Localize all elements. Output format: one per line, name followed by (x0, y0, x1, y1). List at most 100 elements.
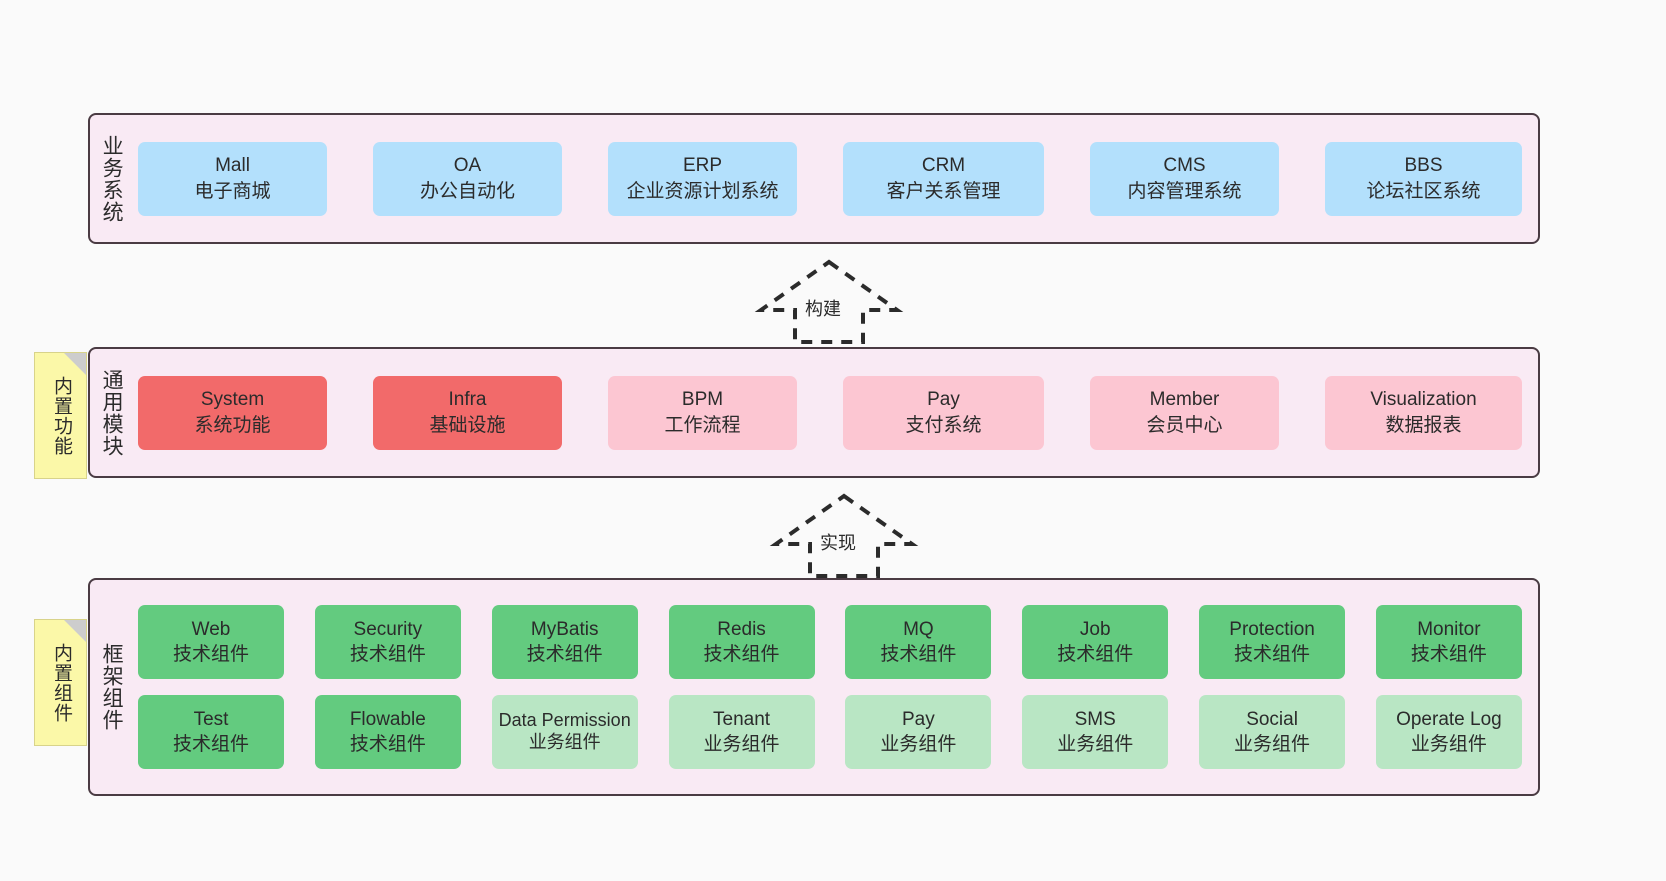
node-subtitle: 技术组件 (880, 644, 957, 665)
node-subtitle: 技术组件 (349, 644, 426, 665)
node-visualization[interactable]: Visualization 数据报表 (1325, 375, 1522, 450)
node-title: Security (353, 618, 423, 640)
node-title: Protection (1229, 618, 1315, 640)
node-job[interactable]: Job 技术组件 (1022, 605, 1169, 679)
node-title: SMS (1074, 708, 1116, 730)
node-subtitle: 业务组件 (1234, 734, 1311, 755)
node-row: Web 技术组件 Security 技术组件 MyBatis 技术组件 Redi… (138, 605, 1522, 679)
node-subtitle: 业务组件 (703, 734, 780, 755)
node-sms[interactable]: SMS 业务组件 (1022, 695, 1169, 769)
node-subtitle: 内容管理系统 (1127, 180, 1242, 202)
node-subtitle: 论坛社区系统 (1366, 180, 1481, 202)
node-row: Test 技术组件 Flowable 技术组件 Data Permission … (138, 695, 1522, 769)
node-mall[interactable]: Mall 电子商城 (138, 141, 327, 216)
node-title: Test (193, 708, 229, 730)
connector-implement-shape (769, 493, 919, 578)
node-title: Pay (927, 389, 960, 411)
node-subtitle: 业务组件 (528, 732, 601, 752)
sticky-fold-corner-icon (64, 353, 86, 375)
node-data-permission[interactable]: Data Permission 业务组件 (491, 695, 638, 769)
node-subtitle: 客户关系管理 (886, 180, 1001, 202)
node-subtitle: 技术组件 (1410, 644, 1487, 665)
node-subtitle: 技术组件 (1057, 644, 1134, 665)
node-title: Monitor (1417, 618, 1481, 640)
node-title: Job (1079, 618, 1111, 640)
node-subtitle: 技术组件 (703, 644, 780, 665)
node-subtitle: 技术组件 (172, 734, 249, 755)
node-title: Redis (717, 618, 766, 640)
node-subtitle: 业务组件 (1410, 734, 1487, 755)
node-title: ERP (682, 155, 723, 177)
node-monitor[interactable]: Monitor 技术组件 (1375, 605, 1522, 679)
node-bpm[interactable]: BPM 工作流程 (608, 375, 797, 450)
node-title: Visualization (1370, 389, 1477, 411)
node-flowable[interactable]: Flowable 技术组件 (314, 695, 461, 769)
node-subtitle: 技术组件 (349, 734, 426, 755)
node-cms[interactable]: CMS 内容管理系统 (1090, 141, 1279, 216)
node-subtitle: 工作流程 (664, 414, 741, 436)
node-title: OA (453, 155, 482, 177)
node-subtitle: 技术组件 (1234, 644, 1311, 665)
connector-build-shape (754, 259, 904, 344)
sticky-fold-corner-icon (64, 620, 86, 642)
node-title: Data Permission (498, 710, 631, 731)
connector-build: 构建 (754, 258, 904, 344)
node-title: MQ (903, 618, 934, 640)
node-title: Web (191, 618, 231, 640)
node-row: System 系统功能 Infra 基础设施 BPM 工作流程 Pay 支付系统… (138, 375, 1522, 450)
layer-label-framework-component: 框架组件 (100, 643, 124, 731)
layer-label-common-module: 通用模块 (100, 368, 124, 457)
node-subtitle: 电子商城 (194, 180, 271, 202)
node-mq[interactable]: MQ 技术组件 (845, 605, 992, 679)
node-protection[interactable]: Protection 技术组件 (1199, 605, 1346, 679)
connector-implement-label: 实现 (820, 533, 856, 553)
node-subtitle: 会员中心 (1146, 414, 1223, 436)
node-title: CRM (921, 155, 966, 177)
node-test[interactable]: Test 技术组件 (138, 695, 284, 769)
connector-implement: 实现 (769, 492, 919, 578)
layer-body-common-module: System 系统功能 Infra 基础设施 BPM 工作流程 Pay 支付系统… (132, 349, 1538, 476)
node-system[interactable]: System 系统功能 (138, 375, 327, 450)
node-pay[interactable]: Pay 支付系统 (843, 375, 1044, 450)
node-redis[interactable]: Redis 技术组件 (668, 605, 815, 679)
node-pay-business[interactable]: Pay 业务组件 (845, 695, 992, 769)
node-oa[interactable]: OA 办公自动化 (373, 141, 562, 216)
layer-common-module: 通用模块 System 系统功能 Infra 基础设施 BPM 工作流程 Pay… (88, 347, 1540, 478)
node-infra[interactable]: Infra 基础设施 (373, 375, 562, 450)
node-title: Operate Log (1396, 708, 1502, 730)
node-subtitle: 技术组件 (526, 644, 603, 665)
node-bbs[interactable]: BBS 论坛社区系统 (1325, 141, 1522, 216)
sticky-note-label: 内置组件 (50, 642, 72, 723)
node-subtitle: 技术组件 (172, 644, 249, 665)
layer-framework-component: 框架组件 Web 技术组件 Security 技术组件 MyBatis 技术组件… (88, 578, 1540, 796)
sticky-note-label: 内置功能 (50, 375, 72, 456)
node-title: MyBatis (530, 618, 599, 640)
node-member[interactable]: Member 会员中心 (1090, 375, 1279, 450)
node-title: Member (1149, 389, 1220, 411)
node-subtitle: 系统功能 (194, 414, 271, 436)
node-operate-log[interactable]: Operate Log 业务组件 (1375, 695, 1522, 769)
node-title: Mall (215, 155, 250, 177)
layer-label-business-system: 业务系统 (100, 134, 124, 223)
node-subtitle: 基础设施 (429, 414, 506, 436)
node-title: BPM (681, 389, 724, 411)
node-mybatis[interactable]: MyBatis 技术组件 (491, 605, 638, 679)
node-title: Flowable (349, 708, 426, 730)
node-subtitle: 企业资源计划系统 (626, 180, 779, 202)
node-subtitle: 办公自动化 (419, 180, 515, 202)
node-title: Tenant (713, 708, 771, 730)
node-row: Mall 电子商城 OA 办公自动化 ERP 企业资源计划系统 CRM 客户关系… (138, 141, 1522, 216)
sticky-note-builtin-function: 内置功能 (34, 352, 87, 479)
node-social[interactable]: Social 业务组件 (1199, 695, 1346, 769)
node-subtitle: 支付系统 (905, 414, 982, 436)
node-tenant[interactable]: Tenant 业务组件 (668, 695, 815, 769)
node-subtitle: 业务组件 (1057, 734, 1134, 755)
node-security[interactable]: Security 技术组件 (314, 605, 461, 679)
node-crm[interactable]: CRM 客户关系管理 (843, 141, 1044, 216)
node-title: CMS (1163, 155, 1206, 177)
layer-body-business-system: Mall 电子商城 OA 办公自动化 ERP 企业资源计划系统 CRM 客户关系… (132, 115, 1538, 242)
node-erp[interactable]: ERP 企业资源计划系统 (608, 141, 797, 216)
node-web[interactable]: Web 技术组件 (138, 605, 284, 679)
node-title: System (200, 389, 265, 411)
